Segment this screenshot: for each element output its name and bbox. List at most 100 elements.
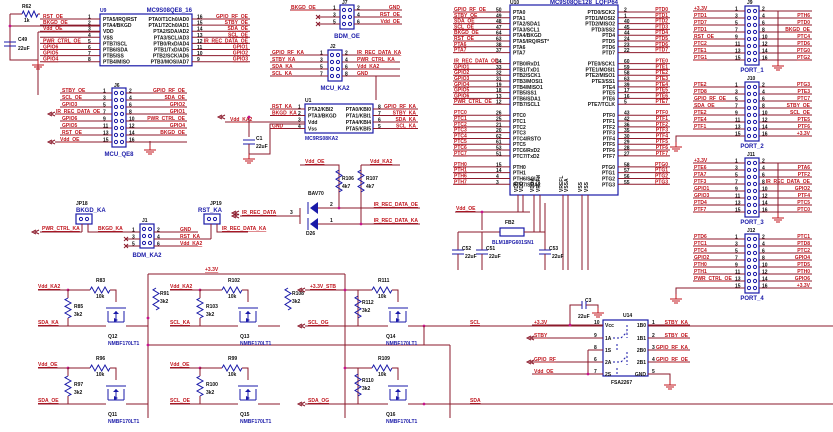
u9-pin-num: 15 [197, 21, 203, 27]
u10-pin-num: 30 [624, 134, 630, 140]
resistor-icon [152, 287, 160, 311]
port-pin-num: 11 [735, 270, 741, 276]
j2-mcu-ka2: J2MCU_KA21GPIO_RF_KA3STBY_KA5SDA_KA7SCL_… [270, 44, 402, 100]
u10-pin-num: 22 [624, 48, 630, 54]
junction-dot [146, 316, 150, 320]
u10-pin-num: 44 [624, 31, 630, 37]
port-pin-num: 2 [762, 83, 765, 89]
header-body [111, 87, 127, 148]
j6-net: STBY_OE [62, 88, 86, 94]
port-label: PORT_2 [740, 144, 764, 150]
ls-rpu-ref: R97 [74, 382, 83, 388]
port-net: PTH1 [694, 269, 707, 275]
u10-net: PTA6 [454, 42, 467, 48]
port-net: PTD4 [694, 200, 707, 206]
u10-net: PTC0 [454, 110, 467, 116]
header-pin [341, 7, 347, 13]
j2-pin-num: 3 [320, 58, 323, 64]
j1-pin-num: 1 [132, 228, 135, 234]
u10-net: SDA_OE [454, 19, 475, 25]
c53-ref: C53 [549, 246, 558, 252]
j2-ref: J2 [330, 44, 336, 50]
r107-value: 4k7 [366, 184, 375, 190]
port-net: PTG2 [797, 55, 810, 61]
jp-pin [84, 216, 90, 222]
wire [110, 367, 117, 380]
u10-pin-num: 35 [624, 128, 630, 134]
no-connect-icon [315, 21, 321, 27]
header-body [139, 223, 155, 249]
u9-pin-name: PTB0/RxD/AD4 [153, 41, 189, 47]
ls-rpu-val: 3k2 [362, 386, 371, 392]
j2-net: PWR_CTRL_KA [357, 57, 395, 63]
j6-pin-num: 12 [129, 124, 135, 130]
port-net: PTD5 [797, 262, 810, 268]
u10-pin-name: PTA5/IRQ/RST* [513, 39, 549, 45]
u10-pin-name: PTA7 [513, 51, 526, 57]
ls-rin-ref: R96 [96, 356, 105, 362]
u10-net: PWR_CTRL_OE [454, 99, 492, 105]
u10-pin-name: PTC6/RxD2 [513, 148, 540, 154]
header-pin [329, 66, 335, 72]
r106-ref: R106 [342, 176, 354, 182]
j2-net: GPIO_RF_KA [272, 50, 304, 56]
resistor-icon [335, 169, 343, 193]
header-pin [347, 21, 353, 27]
ls-rin-ref: R111 [378, 278, 390, 284]
j1-net: RST_KA [180, 234, 200, 240]
u14-pin-name: 1B0 [637, 323, 646, 329]
header-pin [119, 97, 125, 103]
j6-pin-num: 14 [129, 131, 135, 137]
header-pin [752, 119, 758, 125]
port-pin-num: 7 [735, 28, 738, 34]
u10-power-pin-name: VSS [584, 181, 590, 192]
header-pin [141, 226, 147, 232]
wire [242, 367, 249, 380]
header-pin [752, 209, 758, 215]
ls-net-in: SCL_OG [308, 320, 329, 326]
port-pin-num: 2 [762, 235, 765, 241]
u10-pin-name: PTH7/SDA2 [513, 182, 541, 188]
j7-ref: J7 [342, 0, 348, 6]
no-connect-icon [315, 14, 321, 20]
port-pin-num: 12 [762, 42, 768, 48]
u14-net: GPIO_RF_OE [656, 357, 689, 363]
ls-q-part: NMBF170LT1 [108, 419, 140, 425]
u9-net-vdd_oe: Vdd_OE [43, 26, 63, 32]
u10-pin-name: PTD3/SS2 [591, 27, 615, 33]
u10-net: PTC6 [454, 145, 467, 151]
port-pin-num: 15 [735, 208, 741, 214]
port-net: IR_REC_DATA_OE [766, 179, 811, 185]
offpage-connector-icon [525, 359, 535, 365]
u9-net-stby_oe: STBY_OE [225, 20, 249, 26]
u9-pin-name: PTA0/T1Ch0/AD0 [149, 17, 190, 23]
header-pin [746, 181, 752, 187]
j6-net: GPIO2 [170, 102, 186, 108]
header-body [744, 157, 760, 218]
offpage-connector-icon [230, 210, 240, 216]
j2-pin-num: 4 [345, 58, 348, 64]
port-pin-num: 12 [762, 194, 768, 200]
u10-pin-name: PTF4 [603, 136, 615, 142]
u14-net: +3.3V [534, 320, 548, 326]
port-pin-num: 6 [762, 249, 765, 255]
u9-pin-num: 1 [88, 15, 91, 21]
u10-power-pin-name: VDD [514, 181, 520, 192]
port-ref: J9 [747, 0, 753, 6]
ground-icon [144, 145, 156, 155]
port-net: PTG0 [797, 48, 810, 54]
ls-rin-ref: R109 [378, 356, 390, 362]
port-pin-num: 13 [735, 201, 741, 207]
resistor-icon [221, 285, 243, 295]
ls-rin-val: 10k [228, 294, 237, 300]
port-pin-num: 15 [735, 56, 741, 62]
j1-net: Vdd_KA2 [180, 241, 202, 247]
header-pin [341, 14, 347, 20]
j1-pin-num: 4 [157, 235, 160, 241]
u1-pin-num: 8 [378, 105, 381, 111]
port-pin-num: 4 [762, 90, 765, 96]
u9-pin-name: PTB6/SDA [103, 48, 128, 54]
u10-pin-name: PTB1/TxD1 [513, 67, 540, 73]
junction-dot [359, 222, 363, 226]
ground-icon [664, 380, 676, 390]
